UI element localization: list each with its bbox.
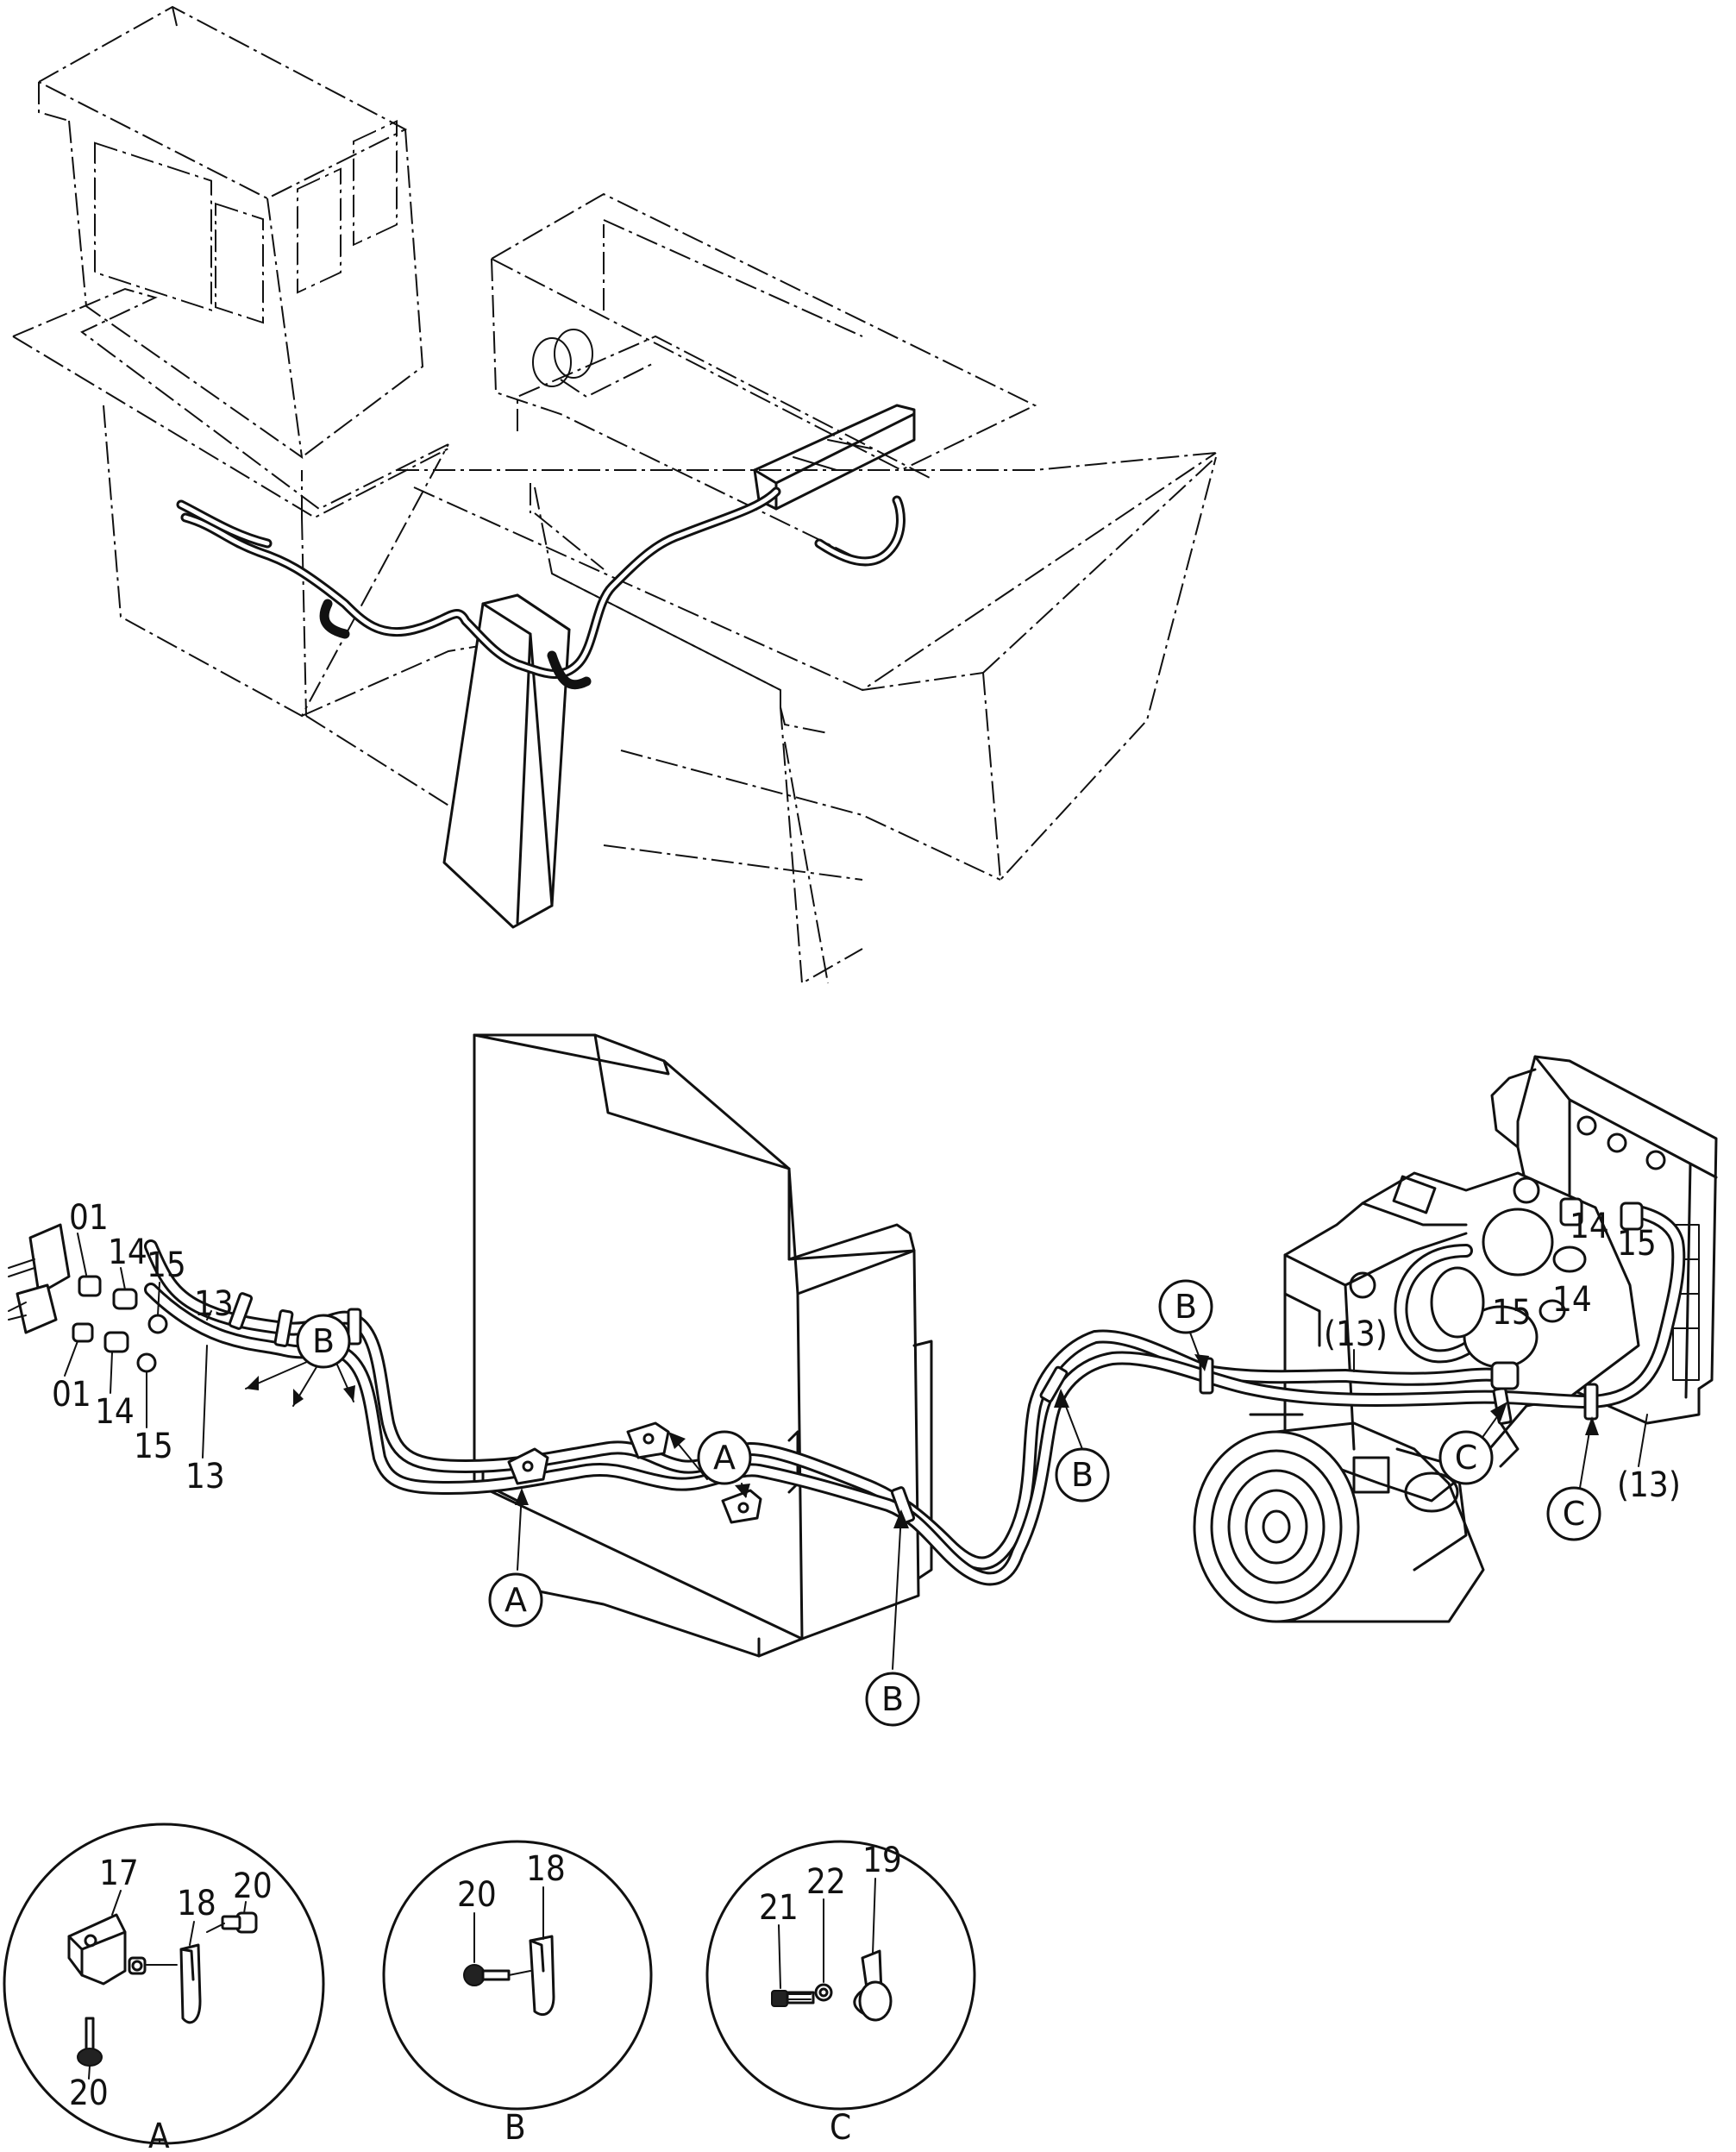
detail-c-label-21: 21: [759, 1888, 799, 1928]
callout-c-left: [1438, 1430, 1494, 1485]
label-01-upper: 01: [69, 1198, 109, 1238]
svg-text:B: B: [881, 1680, 904, 1718]
detail-a: 17 18 20 20 A: [3, 1823, 325, 2152]
callout-c-right: [1546, 1486, 1601, 1541]
detail-b-label-18: 18: [526, 1849, 566, 1889]
label-13-ref-upper: (13): [1324, 1314, 1388, 1354]
detail-b-label-20: 20: [457, 1875, 497, 1915]
engine-assembly: [1193, 1055, 1718, 1623]
callout-b-top-right: [1158, 1279, 1213, 1334]
detail-b-title: B: [505, 2108, 526, 2148]
svg-text:A: A: [505, 1581, 527, 1619]
label-14-engine-lower: 14: [1552, 1280, 1592, 1320]
hoses: [144, 1197, 1686, 1586]
detail-a-label-18: 18: [177, 1884, 216, 1923]
callout-a-lower: [488, 1572, 543, 1628]
callout-b-upper-left: [296, 1314, 351, 1369]
label-14-upper: 14: [108, 1233, 147, 1272]
label-13-lower: 13: [185, 1457, 225, 1496]
label-14-engine-upper: 14: [1570, 1207, 1609, 1246]
detail-a-label-20-top: 20: [233, 1867, 273, 1906]
callout-b-bottom: [865, 1672, 920, 1727]
detail-c-label-19: 19: [862, 1841, 902, 1880]
label-13-upper: 13: [194, 1284, 234, 1324]
label-15-engine-lower: 15: [1492, 1293, 1532, 1333]
left-fittings: [8, 1223, 168, 1373]
detail-a-label-17: 17: [99, 1854, 139, 1893]
svg-text:B: B: [312, 1322, 335, 1360]
callout-a-upper: [697, 1430, 752, 1485]
detail-c: 21 22 19 C: [705, 1840, 976, 2148]
detail-b: 20 18 B: [382, 1840, 653, 2148]
detail-a-title: A: [148, 2117, 170, 2152]
upper-harness: [176, 486, 906, 690]
label-15-upper: 15: [147, 1245, 186, 1285]
callout-b-right: [1055, 1447, 1110, 1503]
callout-bubbles: B A A B B B C C: [245, 1279, 1601, 1727]
tank-box: [473, 1033, 933, 1658]
label-01-lower: 01: [52, 1375, 91, 1415]
label-14-lower: 14: [95, 1392, 135, 1432]
svg-text:C: C: [1563, 1495, 1586, 1533]
detail-a-label-20-bottom: 20: [69, 2074, 109, 2113]
svg-text:B: B: [1175, 1288, 1197, 1326]
machine-body-phantom: [12, 5, 1217, 985]
label-13-ref-lower: (13): [1617, 1465, 1681, 1505]
label-15-lower: 15: [134, 1427, 173, 1466]
svg-text:A: A: [713, 1439, 736, 1477]
detail-c-title: C: [830, 2108, 851, 2148]
label-15-engine-upper: 15: [1617, 1224, 1657, 1264]
svg-text:C: C: [1455, 1439, 1478, 1477]
svg-text:B: B: [1071, 1456, 1094, 1494]
detail-c-label-22: 22: [806, 1862, 846, 1902]
part-labels: 01 01 14 14 15 15 13 13 (13) (13) 14 15 …: [52, 1198, 1681, 1505]
